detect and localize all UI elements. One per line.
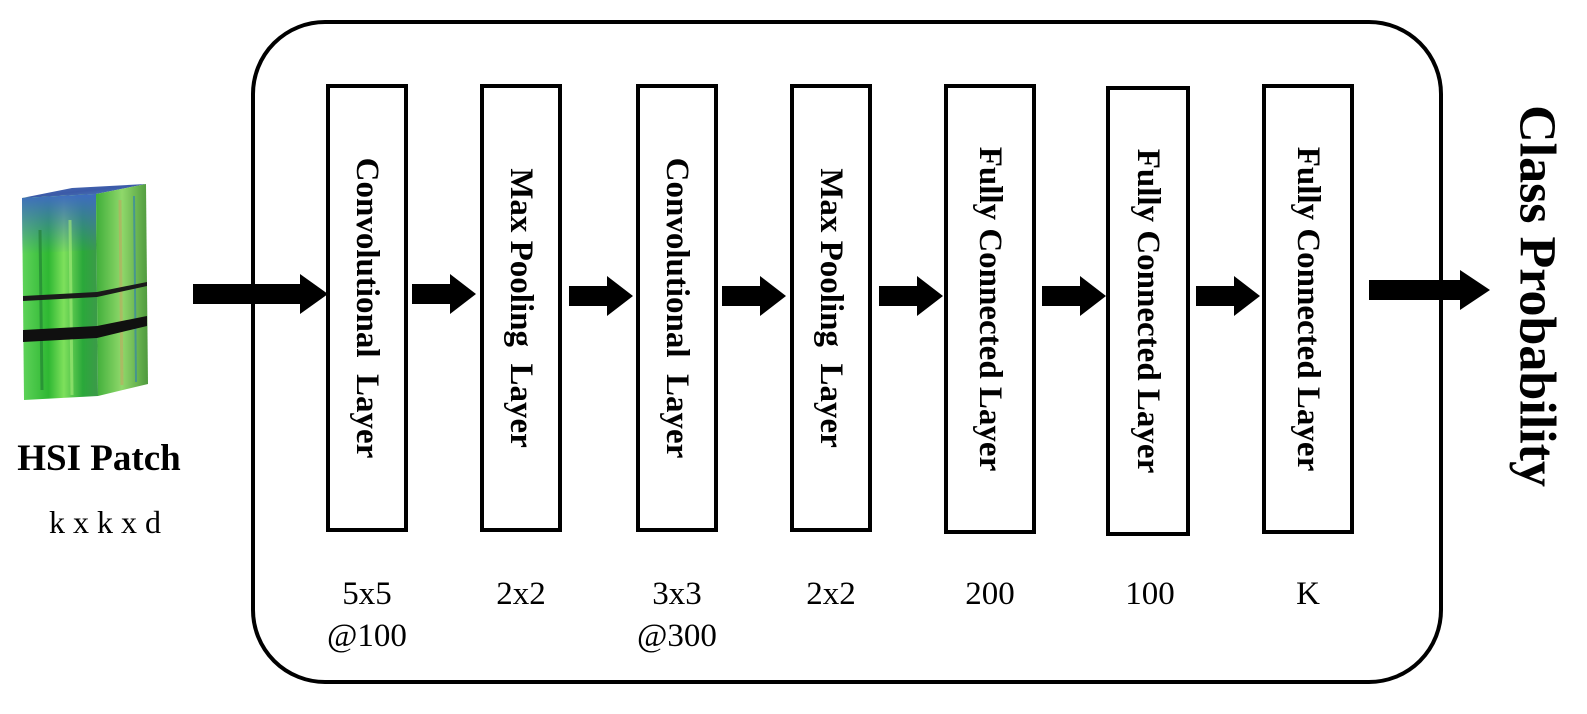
flow-arrow-1 bbox=[193, 274, 328, 314]
layer-param-5-line-1: 200 bbox=[965, 576, 1015, 612]
layer-param-3-line-2: @300 bbox=[637, 618, 717, 654]
hsi-patch-cube-image bbox=[22, 184, 148, 400]
flow-arrow-6 bbox=[1042, 276, 1106, 316]
layer-label-5: Fully Connected Layer bbox=[972, 147, 1008, 471]
layer-param-6-line-1: 100 bbox=[1125, 576, 1175, 612]
flow-arrow-2 bbox=[412, 274, 476, 314]
output-label: Class Probability bbox=[1509, 105, 1566, 487]
layer-label-7: Fully Connected Layer bbox=[1290, 147, 1326, 471]
layer-param-1-line-2: @100 bbox=[327, 618, 407, 654]
layer-label-2: Max Pooling Layer bbox=[503, 168, 539, 448]
layer-param-7-line-1: K bbox=[1296, 576, 1320, 612]
layer-param-1-line-1: 5x5 bbox=[342, 576, 392, 612]
layer-label-6: Fully Connected Layer bbox=[1130, 149, 1166, 473]
layers-group: Convolutional Layer 5x5 @100 Max Pooling La… bbox=[327, 86, 1352, 654]
input-dims: k x k x d bbox=[49, 504, 161, 540]
layer-label-1: Convolutional Layer bbox=[349, 158, 385, 459]
input-title: HSI Patch bbox=[17, 438, 181, 479]
layer-label-3: Convolutional Layer bbox=[659, 158, 695, 459]
flow-arrow-4 bbox=[722, 276, 786, 316]
layer-param-4-line-1: 2x2 bbox=[806, 576, 856, 612]
layer-param-3-line-1: 3x3 bbox=[652, 576, 702, 612]
layer-label-4: Max Pooling Layer bbox=[813, 168, 849, 448]
flow-arrow-8 bbox=[1369, 270, 1490, 310]
flow-arrow-3 bbox=[569, 276, 633, 316]
flow-arrow-7 bbox=[1196, 276, 1260, 316]
flow-arrow-5 bbox=[879, 276, 943, 316]
layer-param-2-line-1: 2x2 bbox=[496, 576, 546, 612]
